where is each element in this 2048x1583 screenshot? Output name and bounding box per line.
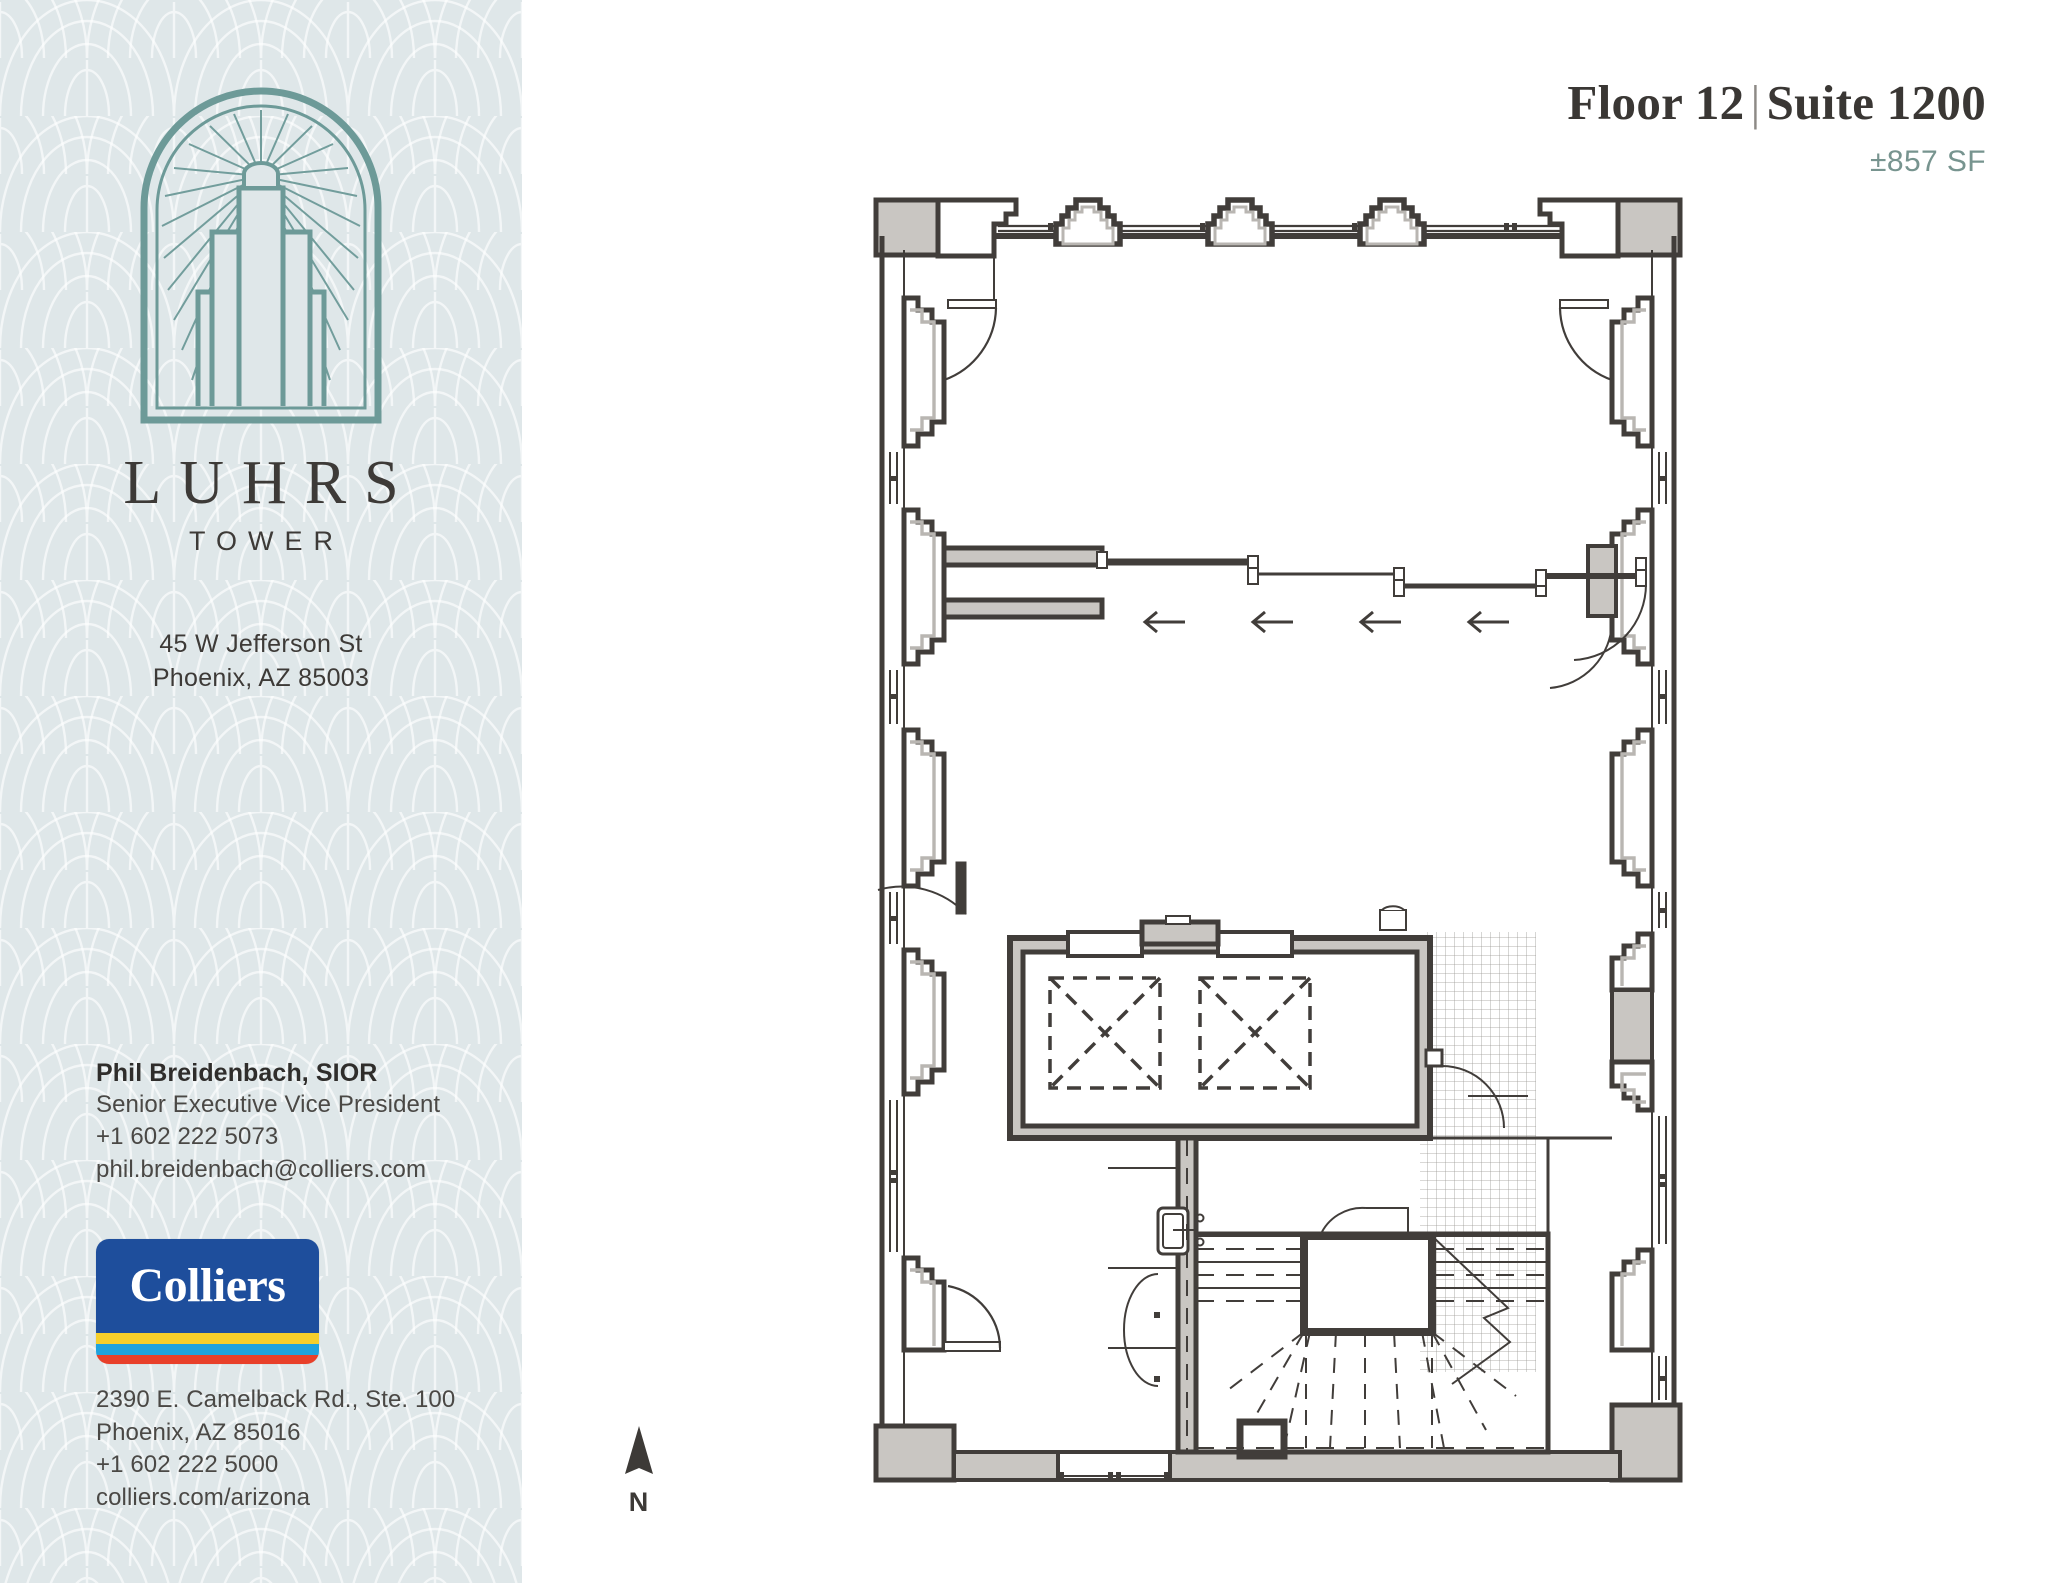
wordmark: LUHRS TOWER [0,452,522,555]
office-address-line1: 2390 E. Camelback Rd., Ste. 100 [96,1386,456,1413]
elevator-shaft-2 [1198,976,1312,1090]
building-address-line2: Phoenix, AZ 85003 [152,663,370,692]
building-address-line1: 45 W Jefferson St [159,630,363,658]
tiled-lobby-hatch [1420,932,1536,1372]
title-separator: | [1750,75,1761,130]
building-address: 45 W Jefferson St Phoenix, AZ 85003 [0,628,522,695]
broker-name: Phil Breidenbach, SIOR [96,1059,378,1087]
colliers-logo-field: Colliers [96,1239,319,1333]
north-label: N [628,1487,650,1517]
broker-title: Senior Executive Vice President [96,1091,441,1119]
brand-subname: TOWER [189,526,344,556]
floor-plan [860,190,1696,1520]
colliers-logo[interactable]: Colliers [96,1239,319,1364]
colliers-stripe-yellow [96,1333,319,1344]
office-phone[interactable]: +1 602 222 5000 [96,1451,279,1479]
partition-direction-arrows [1142,610,1509,634]
office-website[interactable]: colliers.com/arizona [96,1483,311,1511]
office-address-line2: Phoenix, AZ 85016 [96,1418,301,1446]
colliers-wordmark: Colliers [129,1259,286,1312]
suite-label: Suite 1200 [1766,75,1986,130]
office-address-block: 2390 E. Camelback Rd., Ste. 100 Phoenix,… [96,1384,522,1515]
floor-plan-drawing [873,190,1683,1483]
page-header: Floor 12|Suite 1200 ±857 SF [1567,78,1986,179]
elevator-shaft-1 [1048,976,1162,1090]
colliers-stripe-cyan [96,1344,319,1355]
area-label: ±857 SF [1870,145,1986,178]
broker-contact-block: Phil Breidenbach, SIOR Senior Executive … [96,1058,516,1186]
brand-name: LUHRS [123,449,417,517]
luhrs-tower-arch-sunburst-logo [140,87,382,424]
sidebar: LUHRS TOWER 45 W Jefferson St Phoenix, A… [0,0,522,1583]
floor-label: Floor 12 [1567,75,1745,130]
north-arrow-icon [625,1426,653,1474]
colliers-stripe-red [96,1355,319,1364]
page-title: Floor 12|Suite 1200 [1567,78,1986,127]
compass: N [612,1424,666,1518]
broker-email[interactable]: phil.breidenbach@colliers.com [96,1155,427,1183]
broker-phone[interactable]: +1 602 222 5073 [96,1123,279,1151]
